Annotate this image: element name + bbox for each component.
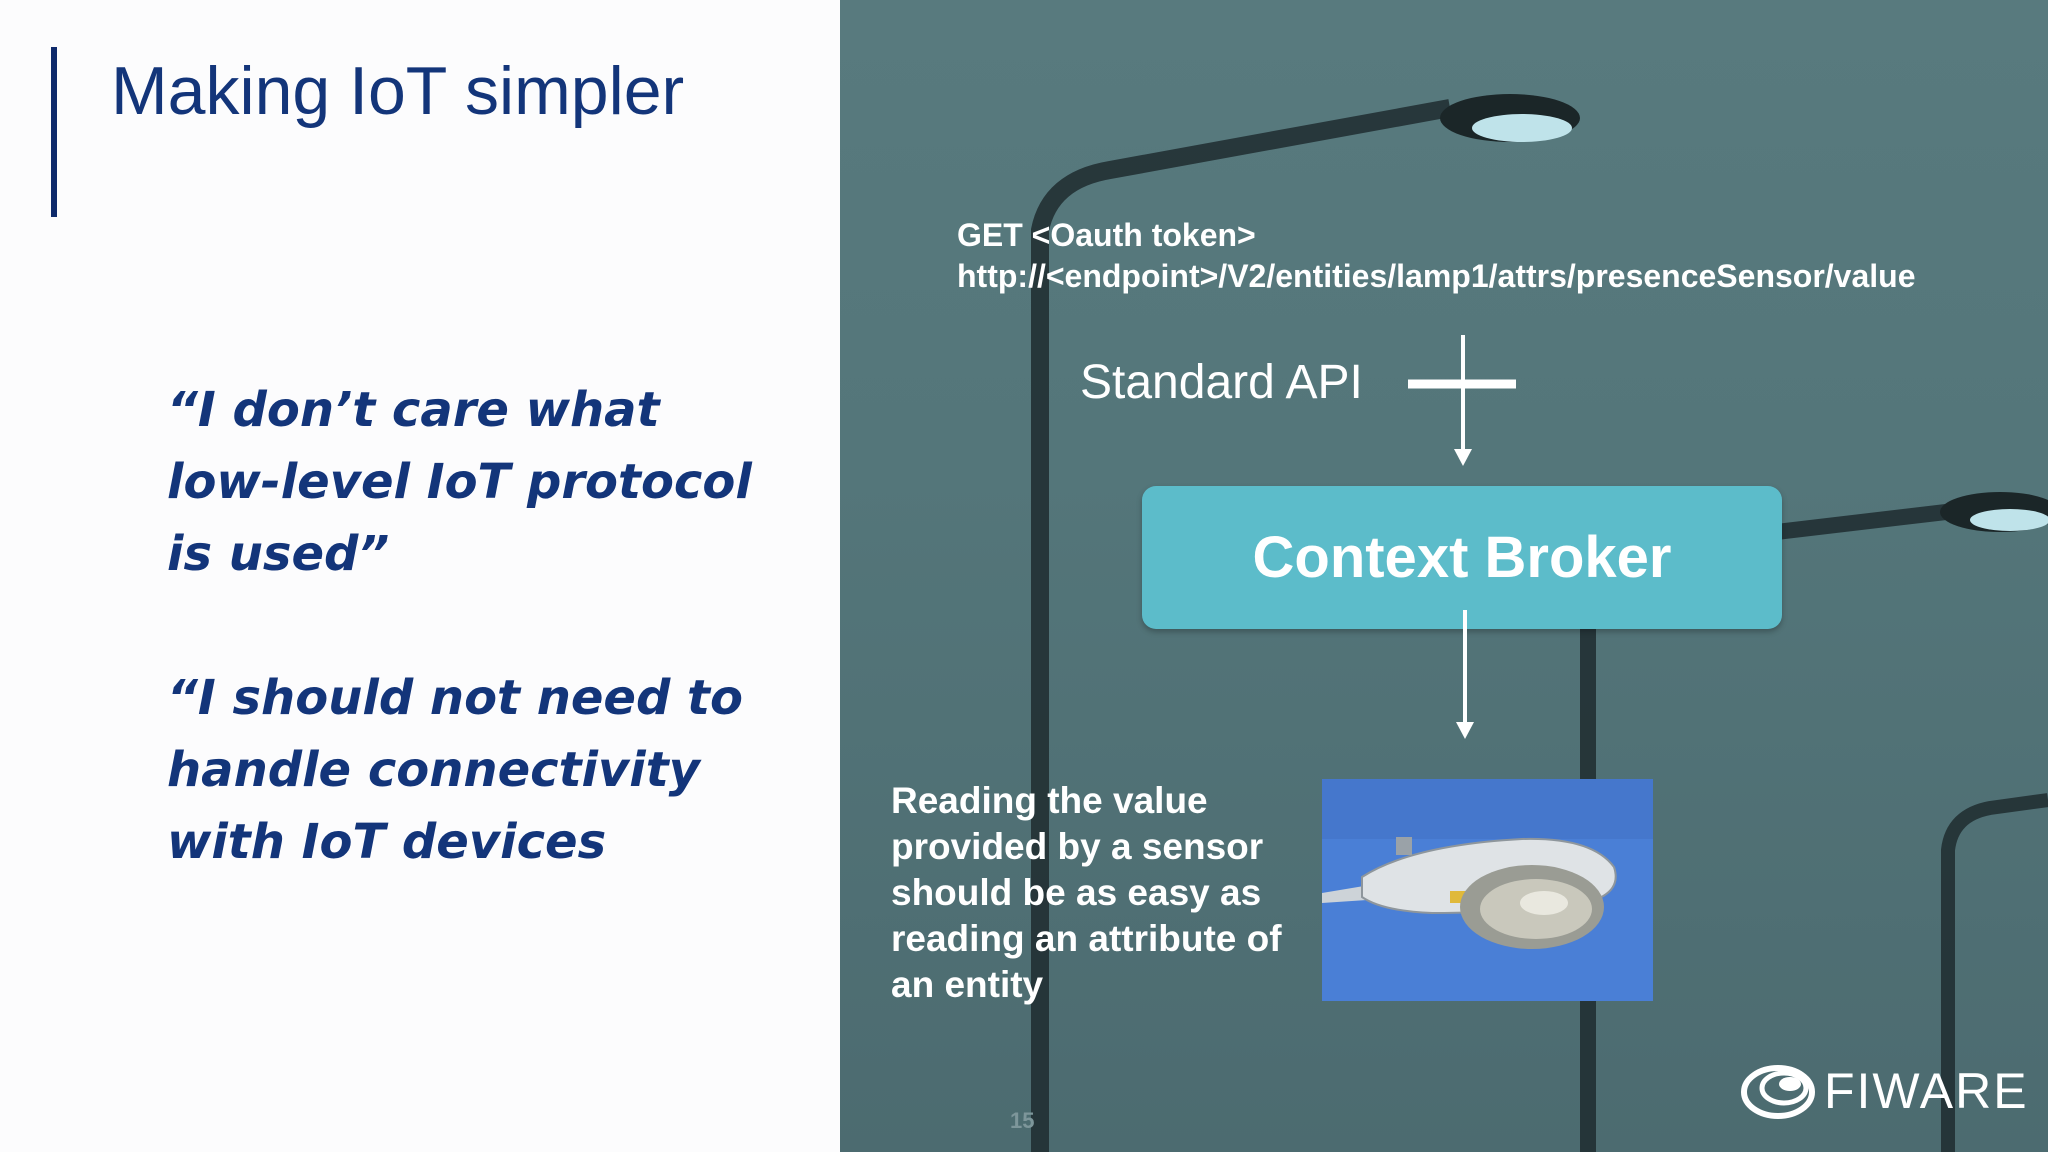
quote-protocol: “I don’t care what low-level IoT protoco…	[167, 382, 752, 582]
fiware-logo: FIWARE	[1740, 1062, 2029, 1120]
request-line-get: GET <Oauth token>	[957, 217, 1256, 253]
standard-api-label: Standard API	[1080, 356, 1363, 409]
slide-title: Making IoT simpler	[111, 53, 685, 129]
fiware-swirl-icon	[1741, 1065, 1815, 1119]
context-broker-box: Context Broker	[1142, 486, 1782, 629]
left-panel: Making IoT simpler “I don’t care what lo…	[0, 0, 840, 1152]
sensor-reading-caption: Reading the value provided by a sensor s…	[891, 780, 1282, 1005]
title-accent-bar	[51, 47, 57, 217]
fiware-logo-text: FIWARE	[1824, 1063, 2029, 1119]
api-request-text: GET <Oauth token> http://<endpoint>/V2/e…	[957, 215, 1916, 297]
api-connector-arrow	[1408, 335, 1516, 466]
request-line-url: http://<endpoint>/V2/entities/lamp1/attr…	[957, 258, 1916, 294]
broker-down-arrow	[1456, 610, 1474, 739]
street-lamp-photo	[1322, 779, 1653, 1001]
page-number: 15	[1010, 1108, 1035, 1133]
quote-connectivity: “I should not need to handle connectivit…	[167, 670, 743, 870]
context-broker-label: Context Broker	[1252, 525, 1672, 590]
